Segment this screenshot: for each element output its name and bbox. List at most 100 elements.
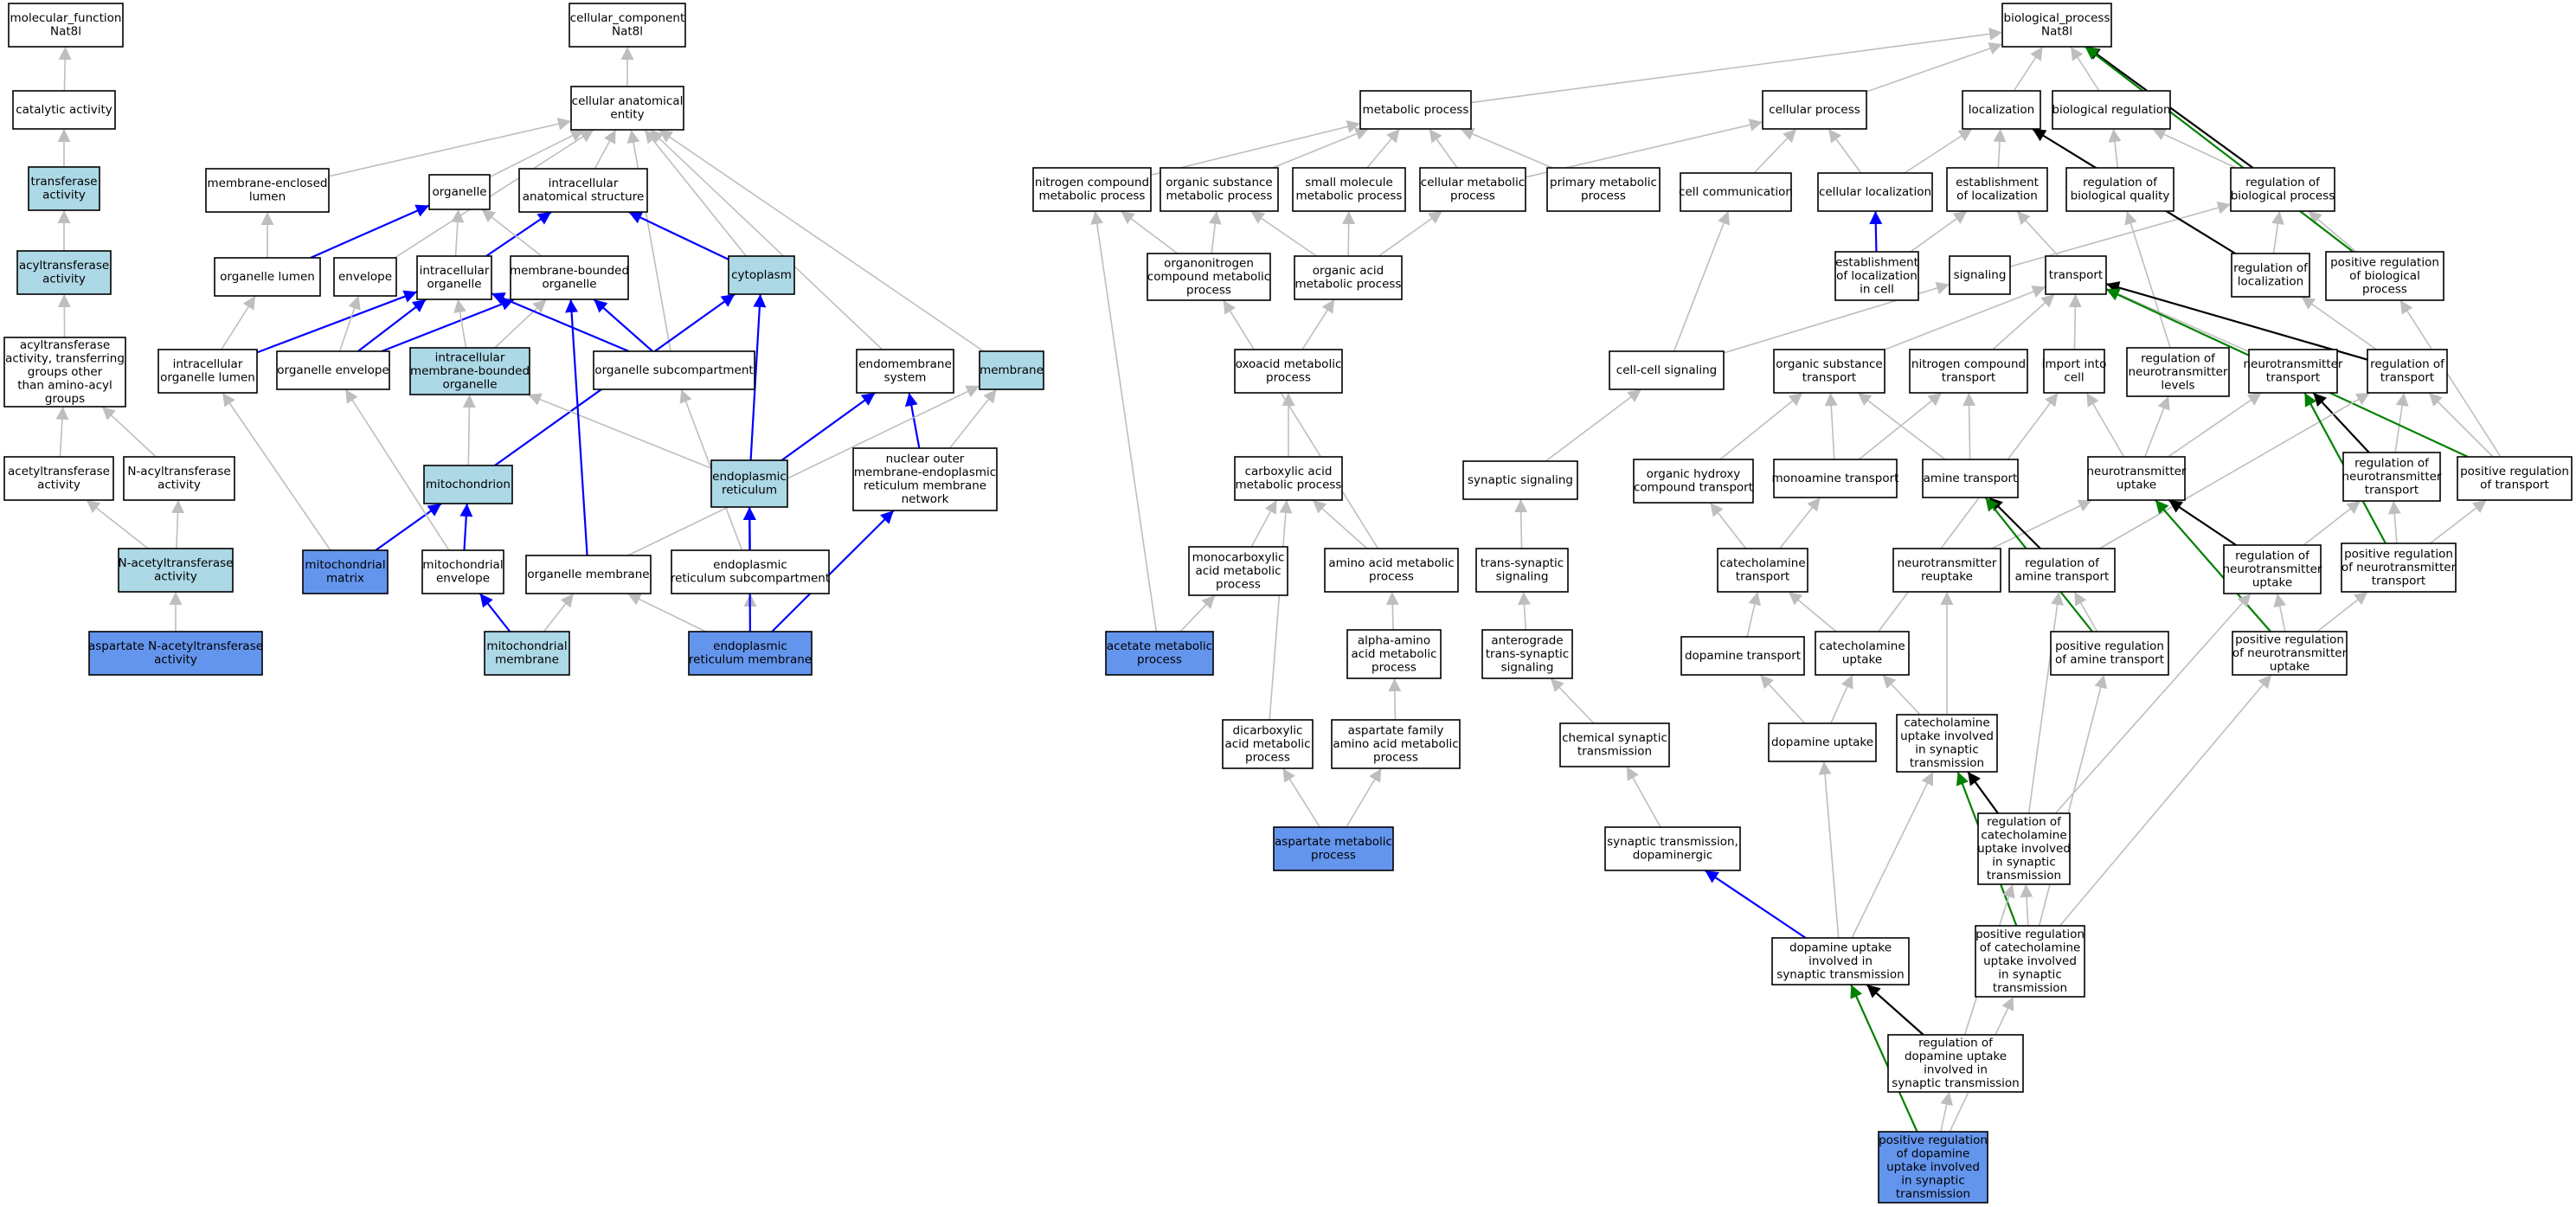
- node-localization[interactable]: localization: [1962, 90, 2041, 130]
- node-metabolic-process[interactable]: metabolic process: [1359, 90, 1472, 130]
- node-synaptic-signaling[interactable]: synaptic signaling: [1462, 460, 1578, 500]
- node-dopamine-uptake[interactable]: dopamine uptake: [1768, 722, 1877, 762]
- node-cellular-process[interactable]: cellular process: [1762, 90, 1867, 130]
- node-membrane[interactable]: membrane: [979, 350, 1044, 390]
- node-cytoplasm[interactable]: cytoplasm: [728, 255, 795, 295]
- node-monoamine-transport[interactable]: monoamine transport: [1772, 459, 1899, 498]
- node-label-line: matrix: [326, 572, 364, 586]
- node-nuclear-outer[interactable]: nuclear outermembrane-endoplasmicreticul…: [852, 447, 998, 511]
- node-organelle-lumen[interactable]: organelle lumen: [214, 257, 321, 297]
- node-synaptic-transmission-dopaminergic[interactable]: synaptic transmission,dopaminergic: [1604, 826, 1741, 871]
- node-dopamine-transport[interactable]: dopamine transport: [1680, 636, 1805, 676]
- node-cell-cell-signaling[interactable]: cell-cell signaling: [1609, 350, 1725, 390]
- node-organelle-membrane[interactable]: organelle membrane: [525, 555, 652, 594]
- node-signaling[interactable]: signaling: [1949, 255, 2011, 295]
- node-cellular-localization[interactable]: cellular localization: [1817, 172, 1933, 212]
- node-organelle[interactable]: organelle: [428, 174, 491, 210]
- node-envelope[interactable]: envelope: [333, 257, 397, 297]
- node-cell-communication[interactable]: cell communication: [1679, 172, 1793, 212]
- node-mitochondrion[interactable]: mitochondrion: [423, 465, 513, 504]
- node-organelle-envelope[interactable]: organelle envelope: [276, 350, 390, 390]
- node-catalytic[interactable]: catalytic activity: [12, 90, 116, 130]
- node-biological-regulation[interactable]: biological regulation: [2052, 90, 2171, 130]
- node-amine-transport[interactable]: amine transport: [1922, 459, 2019, 498]
- node-transport[interactable]: transport: [2045, 255, 2107, 295]
- node-organelle-subcompartment[interactable]: organelle subcompartment: [593, 350, 755, 390]
